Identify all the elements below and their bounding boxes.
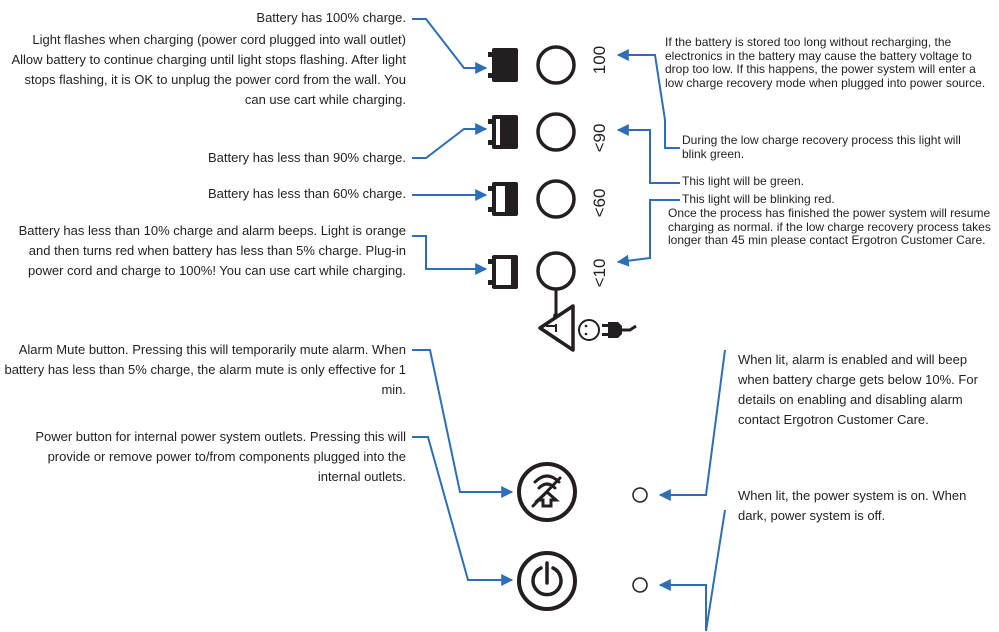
- leader-alarm-mute: [412, 349, 514, 498]
- note-power-button: Power button for internal power system o…: [35, 429, 406, 484]
- indicator-light-60: [536, 179, 576, 219]
- leader-90: [412, 123, 488, 159]
- alarm-mute-button[interactable]: [517, 462, 577, 522]
- note-100-body: Light flashes when charging (power cord …: [11, 32, 406, 107]
- note-blink-green: During the low charge recovery process t…: [682, 133, 961, 161]
- leader-blink-green: [616, 49, 680, 149]
- note-power-lit: When lit, the power system is on. When d…: [738, 488, 967, 523]
- note-alarm-mute: Alarm Mute button. Pressing this will te…: [4, 342, 406, 397]
- note-100-title: Battery has 100% charge.: [256, 10, 406, 25]
- note-storage: If the battery is stored too long withou…: [665, 35, 986, 90]
- indicator-light-90: [536, 112, 576, 152]
- battery-icon-100: [488, 48, 518, 82]
- right-leader-lines: [616, 49, 726, 632]
- leader-blink-red: [616, 199, 680, 267]
- note-10: Battery has less than 10% charge and ala…: [18, 223, 406, 278]
- power-button[interactable]: [517, 551, 577, 611]
- note-green: This light will be green.: [682, 174, 805, 188]
- alarm-mute-icon: [531, 474, 562, 508]
- power-indicator-light: [632, 577, 648, 593]
- note-finished: Once the process has finished the power …: [668, 206, 991, 247]
- leader-power-lit: [658, 509, 726, 632]
- left-leader-lines: [412, 18, 514, 586]
- alarm-indicator-light: [632, 487, 648, 503]
- indicator-light-100: [536, 45, 576, 85]
- power-icon: [531, 561, 563, 597]
- indicator-light-10: [536, 251, 576, 291]
- battery-icon-10: [488, 255, 518, 289]
- leader-100: [412, 18, 488, 74]
- battery-icon-60: [488, 182, 518, 216]
- plug-symbol: [538, 289, 637, 352]
- leader-10: [412, 235, 488, 275]
- note-blink-red: This light will be blinking red.: [682, 192, 835, 206]
- note-alarm-lit: When lit, alarm is enabled and will beep…: [738, 352, 978, 427]
- note-60: Battery has less than 60% charge.: [207, 186, 406, 201]
- battery-icon-90: [488, 115, 518, 149]
- leader-alarm-lit: [658, 349, 726, 501]
- leader-green: [616, 124, 680, 184]
- note-90: Battery has less than 90% charge.: [207, 150, 406, 165]
- leader-power-button: [412, 436, 514, 586]
